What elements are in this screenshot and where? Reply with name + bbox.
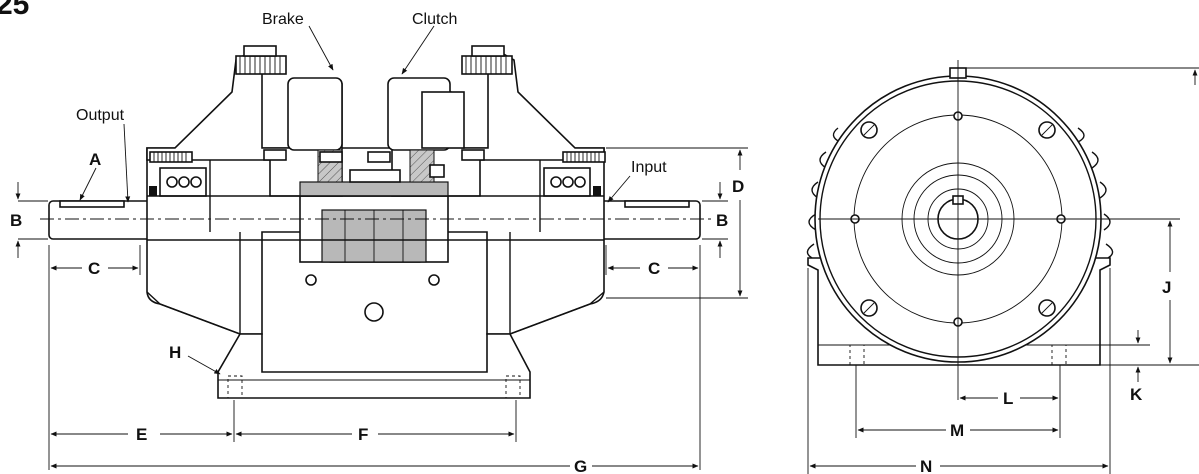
clutch-spring	[461, 45, 513, 75]
side-view	[40, 45, 712, 399]
input-callout: Input	[631, 159, 667, 176]
end-view-dimensions	[807, 67, 1199, 474]
dim-label-E: E	[136, 425, 147, 444]
base-mount-holes	[227, 375, 521, 399]
drain-hole	[364, 302, 384, 322]
brake-actuator	[287, 77, 343, 151]
sight-hole-left	[305, 274, 317, 286]
brake-spring	[235, 45, 287, 75]
input-shaft-key	[624, 200, 690, 208]
section-springs	[149, 149, 606, 178]
dim-label-K: K	[1130, 385, 1143, 404]
dim-label-N: N	[920, 457, 932, 474]
figure-number: 25	[0, 0, 29, 21]
output-callout: Output	[76, 107, 125, 124]
end-view	[806, 60, 1120, 400]
dim-label-B-right: B	[716, 211, 728, 230]
dim-label-B-left: B	[10, 211, 22, 230]
dim-label-M: M	[950, 421, 964, 440]
dim-label-C-left: C	[88, 259, 100, 278]
cooling-fins	[806, 127, 1114, 259]
dim-label-F: F	[358, 425, 368, 444]
dim-label-D: D	[732, 177, 744, 196]
clutch-callout: Clutch	[412, 11, 457, 28]
dim-label-C-right: C	[648, 259, 660, 278]
dim-label-G: G	[574, 457, 587, 474]
dim-label-J: J	[1162, 278, 1171, 297]
housing-base	[217, 333, 531, 399]
side-view-dimensions	[15, 147, 748, 470]
sight-hole-right	[428, 274, 440, 286]
dim-label-H: H	[169, 343, 181, 362]
callout-leaders	[79, 25, 631, 375]
brake-callout: Brake	[262, 11, 304, 28]
dim-label-A: A	[89, 150, 101, 169]
bearings	[149, 167, 601, 197]
dim-label-L: L	[1003, 389, 1013, 408]
output-shaft-key	[59, 200, 125, 208]
